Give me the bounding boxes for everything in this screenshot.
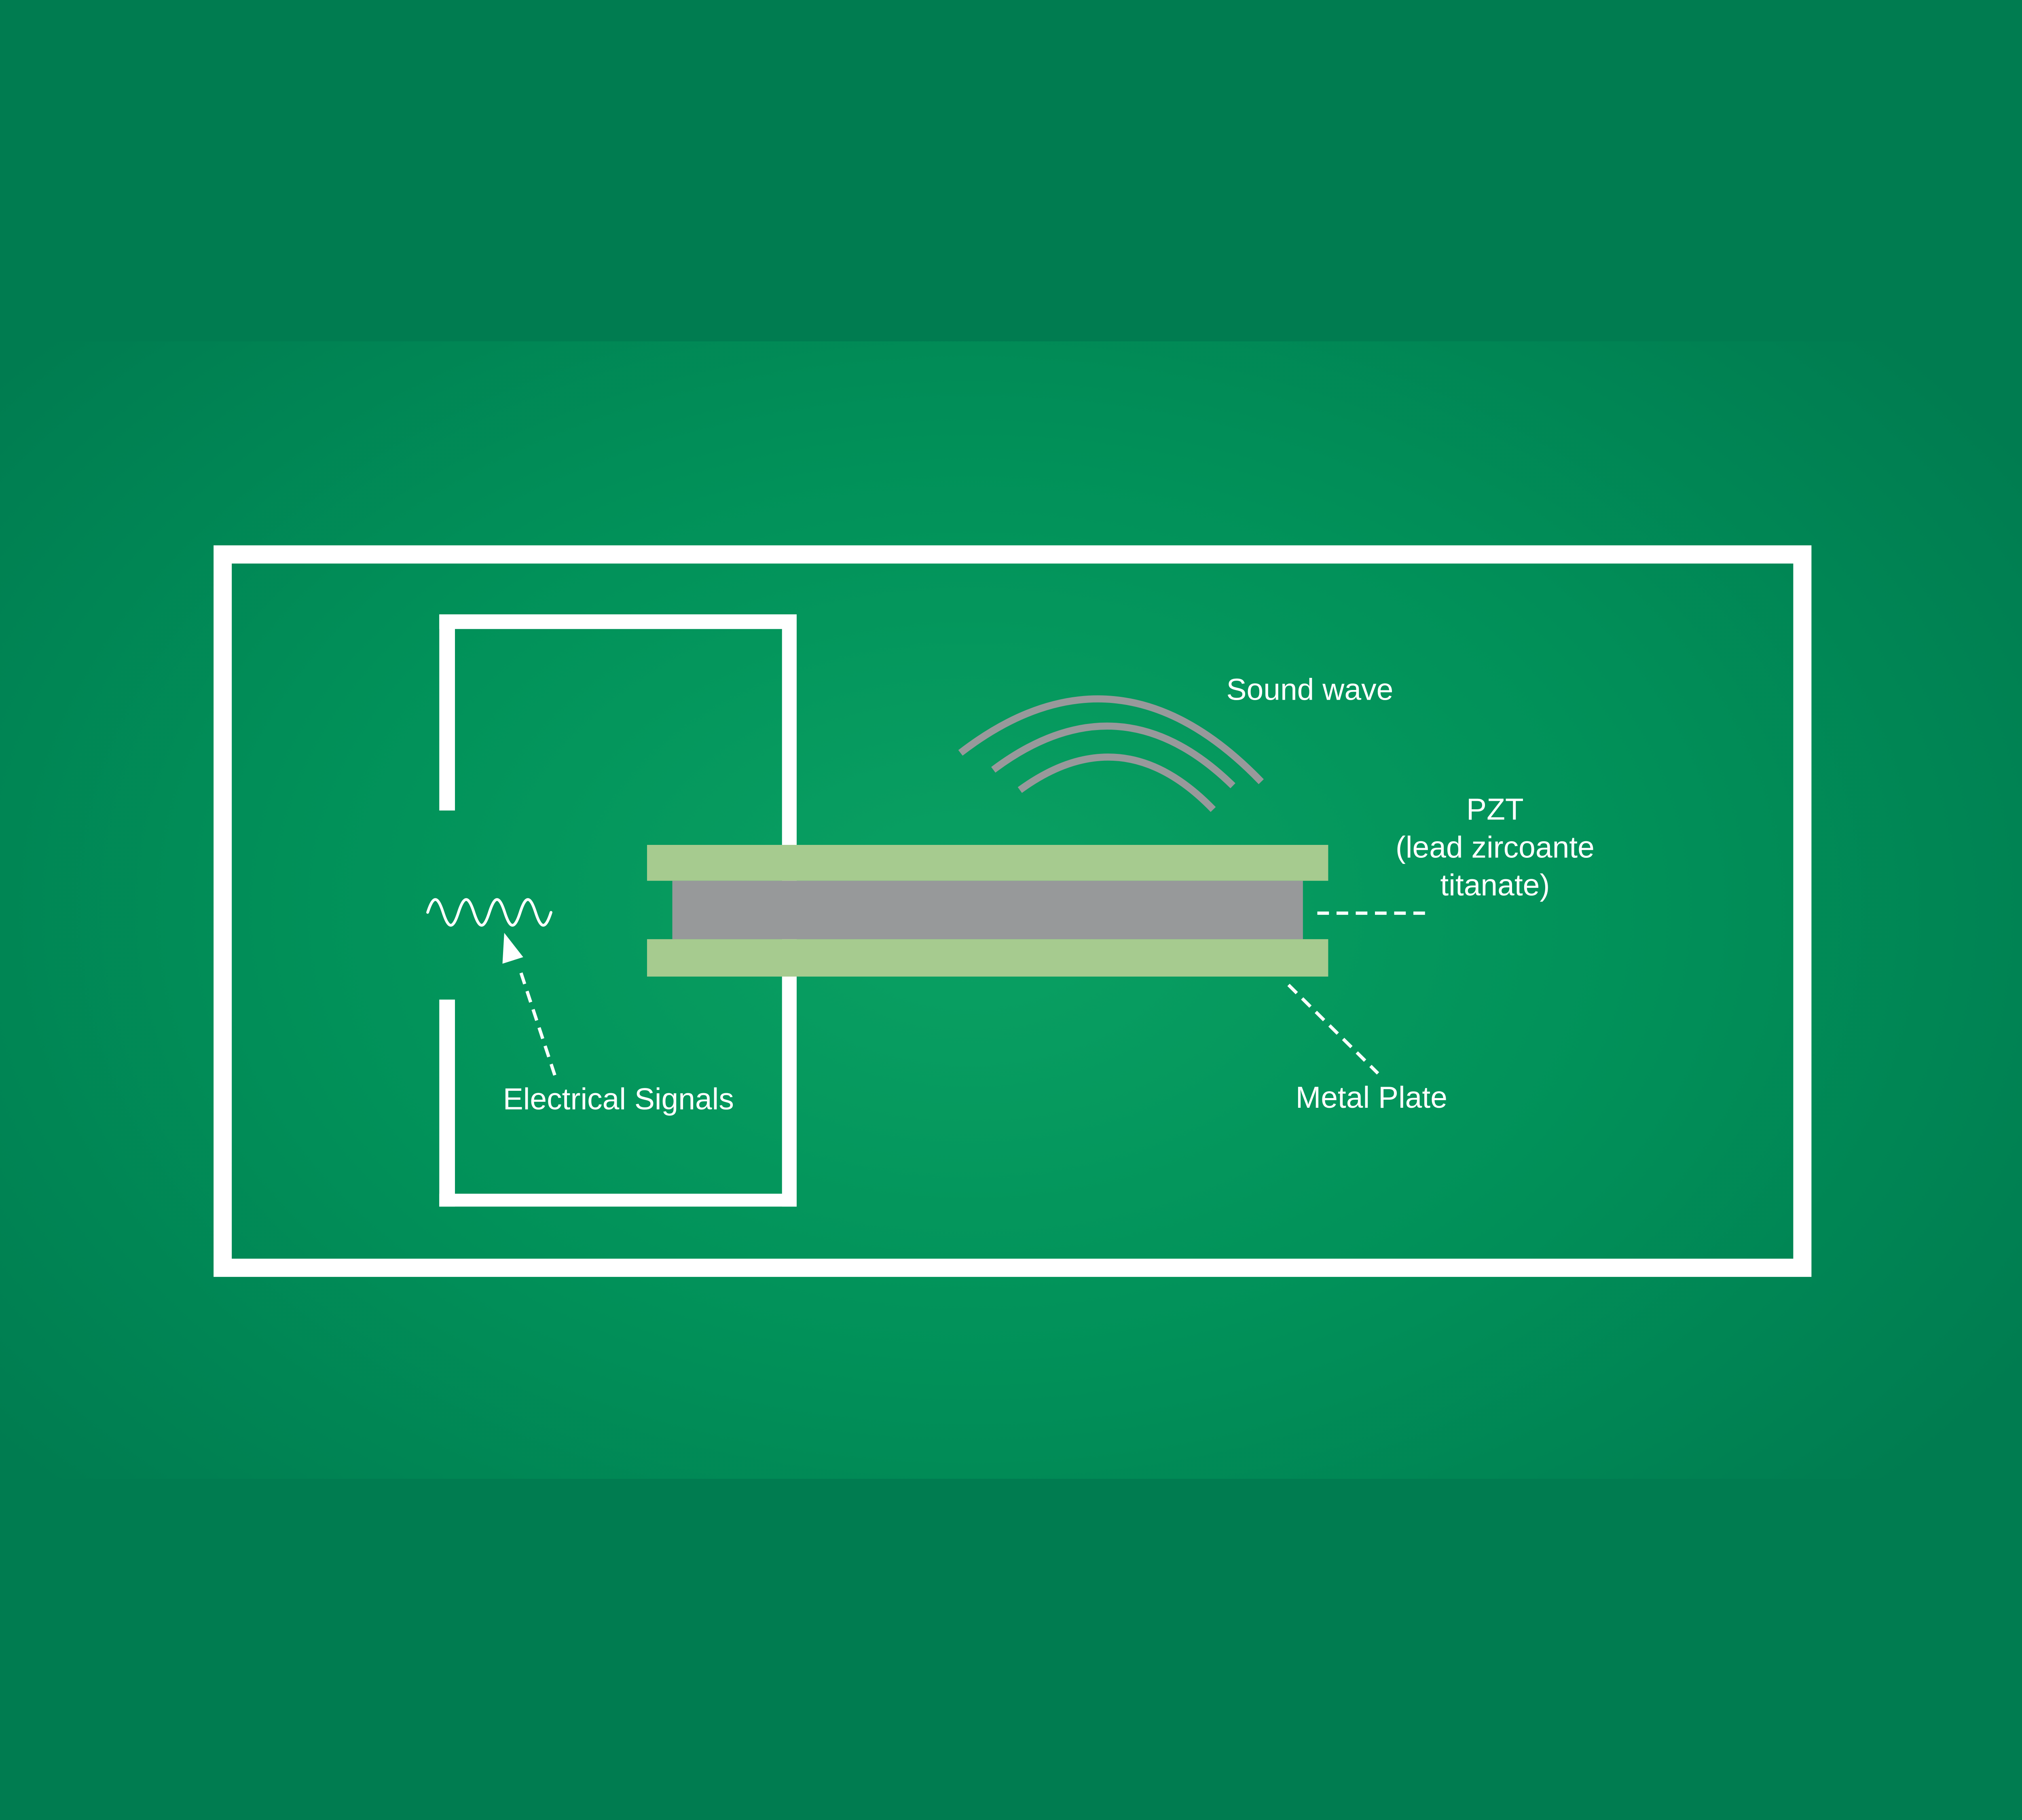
sound-wave-arcs (958, 695, 1264, 812)
sound-wave-arc-inner-icon (1017, 753, 1216, 812)
electrical-signals-callout (502, 933, 556, 1076)
sound-wave-label: Sound wave (1226, 672, 1394, 707)
electrical-signals-label: Electrical Signals (503, 1082, 734, 1116)
sound-wave-arc-middle-icon (991, 722, 1235, 788)
circuit-outline-left-bar-upper (439, 614, 455, 811)
electrical-signal-wave-icon (426, 898, 552, 927)
diagram-artwork (214, 545, 1812, 1277)
metal-plate-label: Metal Plate (1295, 1080, 1447, 1114)
transducer-circuit-outline (439, 614, 797, 1207)
pzt-label-line2: (lead zircoante (1395, 830, 1595, 864)
arrowhead-icon (502, 933, 523, 964)
pzt-label: PZT (lead zircoante titanate) (1368, 790, 1621, 904)
metal-plate-bottom (647, 939, 1328, 977)
metal-plate-callout-dashed-line (1287, 984, 1379, 1075)
circuit-outline-top-bar (439, 614, 797, 629)
circuit-outline-left-bar-lower (439, 999, 455, 1207)
pzt-label-line1: PZT (1466, 792, 1524, 826)
pzt-label-line3: titanate) (1440, 868, 1550, 902)
metal-plate-top (647, 844, 1328, 881)
pzt-layer (672, 880, 1303, 939)
outer-frame (214, 545, 1812, 1277)
diagram-canvas: Sound wave PZT (lead zircoante titanate)… (0, 341, 2022, 1479)
circuit-outline-bottom-bar (439, 1194, 797, 1207)
sound-wave-arc-outer-icon (958, 695, 1264, 784)
electrical-signals-callout-dashed-line (517, 965, 556, 1076)
